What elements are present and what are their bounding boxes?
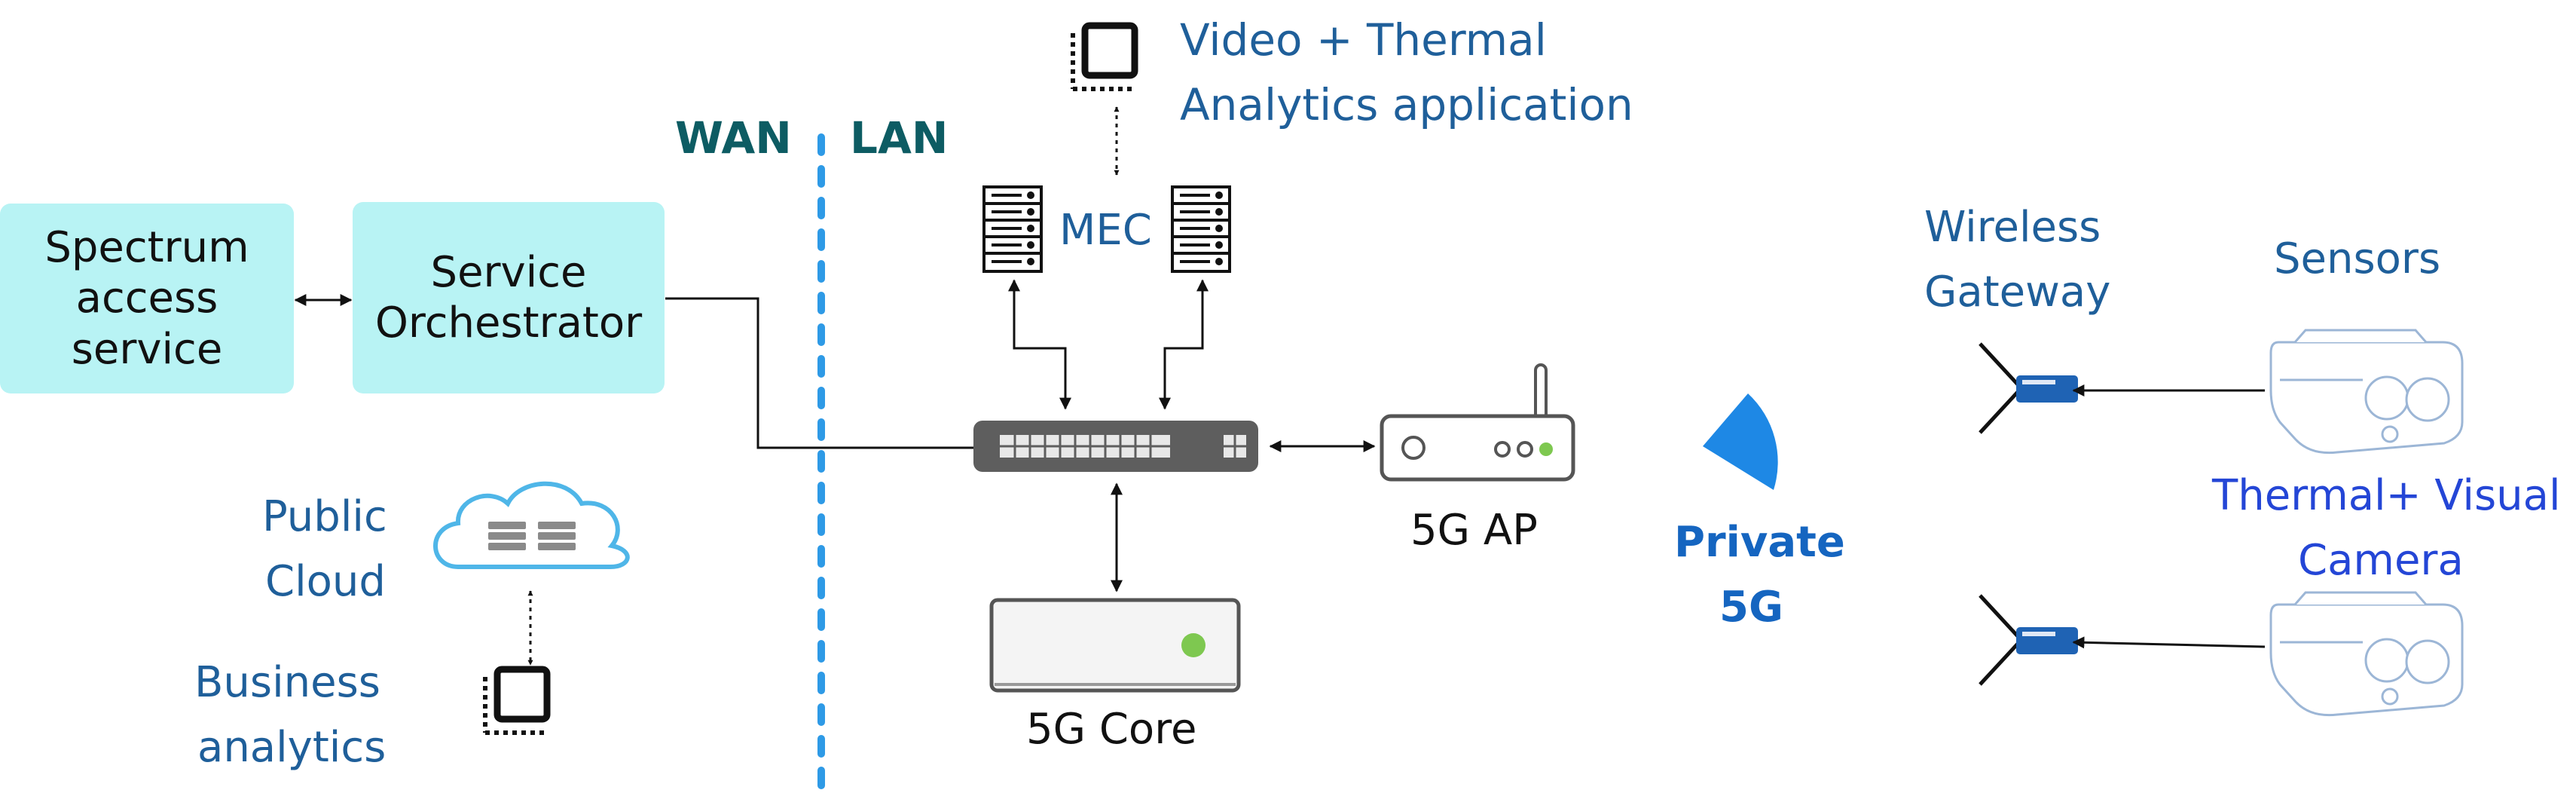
spectrum-line-3: service bbox=[71, 324, 223, 374]
signal-wedge-icon bbox=[1703, 393, 1778, 490]
camera-label-2: Camera bbox=[2298, 536, 2464, 585]
server-icon bbox=[982, 185, 1043, 273]
core-label: 5G Core bbox=[1026, 705, 1197, 754]
private5g-label-2: 5G bbox=[1719, 583, 1783, 632]
public-cloud-label-1: Public bbox=[262, 492, 387, 541]
thermal-camera-icon bbox=[2269, 329, 2464, 455]
sensors-label: Sensors bbox=[2274, 234, 2441, 283]
access-point-icon bbox=[1380, 363, 1575, 482]
gateway-label-1: Wireless bbox=[1924, 203, 2101, 252]
mec-right-switch-arrow bbox=[1159, 279, 1209, 410]
orchestrator-switch-link bbox=[665, 297, 973, 449]
lan-label: LAN bbox=[850, 112, 949, 164]
spectrum-access-box: Spectrum access service bbox=[0, 204, 294, 393]
spectrum-line-1: Spectrum bbox=[44, 223, 249, 273]
business-label-2: analytics bbox=[197, 723, 387, 772]
private5g-label-1: Private bbox=[1674, 518, 1845, 567]
chip-icon bbox=[1071, 22, 1138, 91]
camera-gateway-arrow bbox=[2072, 636, 2266, 649]
ap-label: 5G AP bbox=[1410, 506, 1538, 555]
gateway-icon bbox=[1979, 594, 2078, 686]
public-cloud-label-2: Cloud bbox=[265, 557, 386, 606]
orchestrator-line-1: Service bbox=[430, 247, 587, 297]
spectrum-line-2: access bbox=[75, 274, 218, 323]
gateway-label-2: Gateway bbox=[1924, 268, 2111, 317]
chip-icon bbox=[483, 666, 551, 735]
video-app-label-1: Video + Thermal bbox=[1180, 14, 1547, 66]
service-orchestrator-box: Service Orchestrator bbox=[353, 202, 665, 393]
mec-label: MEC bbox=[1059, 206, 1152, 255]
business-label-1: Business bbox=[194, 658, 380, 707]
cloud-icon bbox=[433, 481, 630, 569]
mec-left-switch-arrow bbox=[1008, 279, 1071, 410]
camera-label-1: Thermal+ Visual bbox=[2212, 471, 2561, 520]
wan-label: WAN bbox=[675, 112, 792, 164]
core-box-icon bbox=[989, 598, 1241, 693]
video-app-label-2: Analytics application bbox=[1180, 79, 1633, 130]
orchestrator-line-2: Orchestrator bbox=[374, 299, 643, 348]
network-switch bbox=[973, 421, 1258, 472]
gateway-icon bbox=[1979, 342, 2078, 434]
server-icon bbox=[1171, 185, 1231, 273]
thermal-camera-icon bbox=[2269, 591, 2464, 717]
